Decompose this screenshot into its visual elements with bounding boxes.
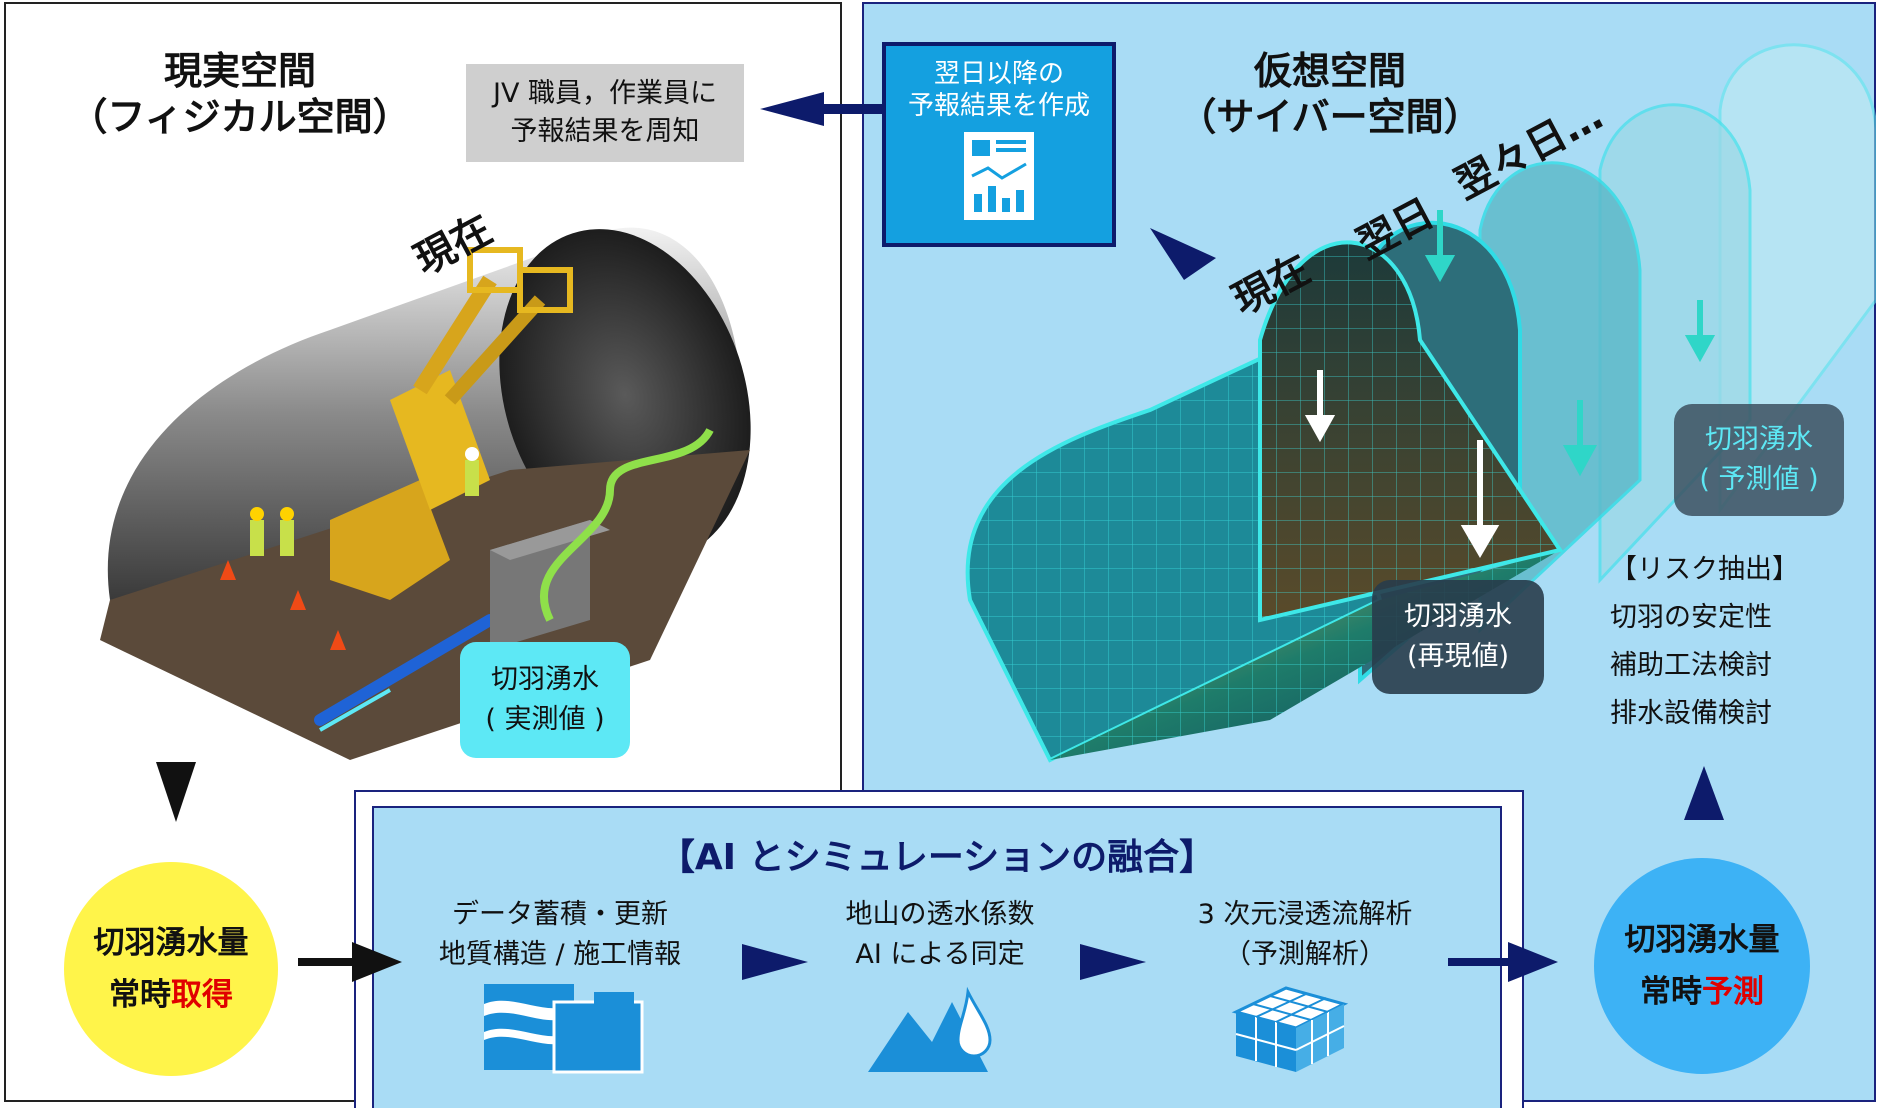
step-arrow-1 bbox=[742, 944, 808, 980]
ai-fusion-title: 【AI とシミュレーションの融合】 bbox=[658, 837, 1216, 878]
cyber-title-line2: （サイバー空間） bbox=[1178, 95, 1482, 139]
step2-line1: 地山の透水係数 bbox=[845, 899, 1035, 930]
risk-item-auxiliary-method: 補助工法検討 bbox=[1610, 650, 1772, 681]
acquire-line2: 常時取得 bbox=[109, 969, 233, 1021]
notice-line2: 予報結果を周知 bbox=[510, 116, 700, 147]
risk-item-face-stability: 切羽の安定性 bbox=[1610, 602, 1772, 633]
acquire-circle: 切羽湧水量 常時取得 bbox=[64, 862, 278, 1076]
acquire-emphasis: 取得 bbox=[171, 977, 233, 1013]
real-space-title-line1: 現実空間 bbox=[163, 49, 316, 93]
physical-tunnel-illustration bbox=[100, 227, 751, 760]
predict-circle: 切羽湧水量 常時予測 bbox=[1594, 858, 1810, 1074]
measured-line1: 切羽湧水 bbox=[491, 664, 599, 695]
step1-line1: データ蓄積・更新 bbox=[452, 899, 668, 930]
predict-line2: 常時予測 bbox=[1640, 966, 1764, 1018]
report-icon bbox=[964, 132, 1034, 220]
real-space-title: 現実空間 （フィジカル空間） bbox=[40, 48, 440, 140]
reproduced-line2: (再現値) bbox=[1406, 641, 1510, 672]
notice-arrow bbox=[760, 92, 884, 126]
predicted-line2: ( 予測値 ) bbox=[1699, 464, 1819, 495]
cyber-space-title: 仮想空間 （サイバー空間） bbox=[1160, 48, 1500, 140]
risk-extraction-list: 【リスク抽出】 切羽の安定性 補助工法検討 排水設備検討 bbox=[1610, 546, 1799, 738]
predicted-water-label: 切羽湧水 ( 予測値 ) bbox=[1674, 404, 1844, 516]
step1-line2: 地質構造 / 施工情報 bbox=[438, 939, 682, 970]
digital-tunnel-illustration bbox=[965, 43, 1876, 763]
forecast-pointer-arrow bbox=[1150, 228, 1216, 280]
real-space-title-line2: （フィジカル空間） bbox=[69, 95, 411, 139]
notice-box: JV 職員，作業員に 予報結果を周知 bbox=[466, 64, 744, 162]
arrow-ai-to-predict bbox=[1448, 942, 1558, 982]
predict-prefix: 常時 bbox=[1640, 974, 1702, 1010]
reproduced-water-label: 切羽湧水 (再現値) bbox=[1372, 580, 1544, 694]
forecast-line1: 翌日以降の bbox=[933, 59, 1064, 89]
step2-line2: AI による同定 bbox=[855, 939, 1025, 970]
acquire-line1: 切羽湧水量 bbox=[93, 925, 249, 961]
measured-water-label: 切羽湧水 ( 実測値 ) bbox=[460, 642, 630, 758]
step-3d-seepage: 3 次元浸透流解析 （予測解析） bbox=[1150, 895, 1460, 975]
measured-line2: ( 実測値 ) bbox=[485, 704, 605, 735]
up-arrow-to-risk bbox=[1684, 766, 1724, 820]
acquire-prefix: 常時 bbox=[109, 977, 171, 1013]
arrow-acquire-to-ai bbox=[298, 942, 402, 982]
step3-line1: 3 次元浸透流解析 bbox=[1197, 899, 1413, 930]
documents-icon bbox=[484, 984, 644, 1074]
notice-line1: JV 職員，作業員に bbox=[492, 78, 717, 109]
cyber-title-line1: 仮想空間 bbox=[1253, 49, 1406, 93]
predict-line1: 切羽湧水量 bbox=[1624, 922, 1780, 958]
predict-emphasis: 予測 bbox=[1702, 974, 1764, 1010]
reproduced-line1: 切羽湧水 bbox=[1404, 601, 1512, 632]
grid-cube-icon bbox=[1231, 986, 1349, 1072]
risk-title: 【リスク抽出】 bbox=[1610, 554, 1799, 585]
step3-line2: （予測解析） bbox=[1224, 939, 1386, 970]
risk-item-drainage: 排水設備検討 bbox=[1610, 698, 1772, 729]
down-arrow-to-acquire bbox=[156, 762, 196, 822]
forecast-box: 翌日以降の 予報結果を作成 bbox=[882, 42, 1116, 247]
predicted-line1: 切羽湧水 bbox=[1705, 424, 1813, 455]
forecast-line2: 予報結果を作成 bbox=[907, 91, 1090, 121]
mountain-water-icon bbox=[868, 986, 992, 1072]
step-arrow-2 bbox=[1080, 944, 1146, 980]
step-permeability-ai: 地山の透水係数 AI による同定 bbox=[800, 895, 1080, 975]
step-data-accumulation: データ蓄積・更新 地質構造 / 施工情報 bbox=[400, 895, 720, 975]
